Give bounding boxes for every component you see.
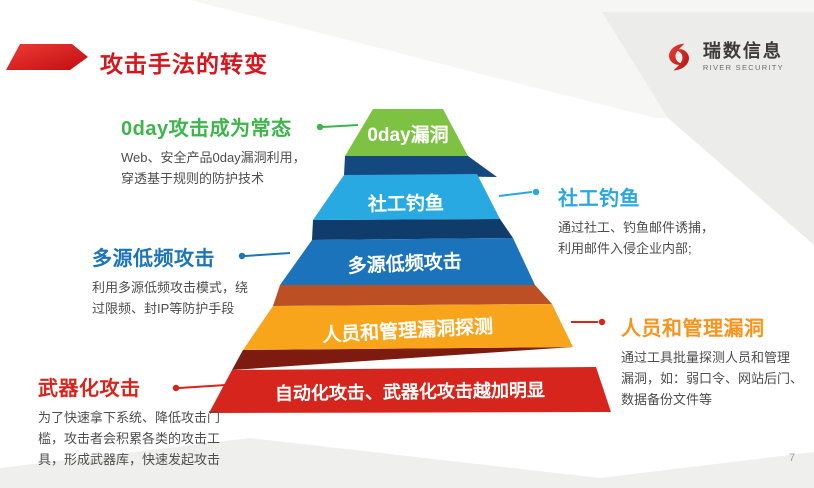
page-number: 7 [789,452,796,464]
annotation-weaponized: 武器化攻击 为了快速拿下系统、降低攻击门 槛，攻击者会积累各类的攻击工 具，形成… [38,372,220,470]
page-title: 攻击手法的转变 [100,51,268,77]
annotation-body-line: 穿透基于规则的防护技术 [121,171,265,186]
annotation-0day: 0day攻击成为常态 Web、安全产品0day漏洞利用， 穿透基于规则的防护技术 [121,112,306,189]
connector-phishing [498,188,540,197]
annotation-lowfreq: 多源低频攻击 利用多源低频攻击模式，绕 过限频、封IP等防护手段 [92,242,248,319]
header-arrow-icon [6,44,88,70]
annotation-body-line: 数据备份文件等 [621,392,713,407]
connector-lowfreq [238,252,291,260]
annotation-body-line: 过限频、封IP等防护手段 [92,301,235,316]
annotation-title: 社工钓鱼 [558,188,640,210]
annotation-body-line: 漏洞，如：弱口令、网站后门、 [621,371,804,386]
band-label-0day: 0day漏洞 [367,124,448,146]
pyramid-band-mgmt [243,304,573,350]
connector-mgmt [571,318,606,326]
annotation-title: 多源低频攻击 [92,248,215,270]
river-security-logo-icon [668,43,689,71]
annotation-body-line: 槛，攻击者会积累各类的攻击工 [38,431,221,446]
pyramid-band-lowfreq [280,238,535,285]
annotation-body-line: 具，形成武器库，快速发起攻击 [38,452,221,467]
pyramid-folds [232,156,573,370]
annotation-body-line: 通过工具批量探测人员和管理 [621,350,791,365]
annotation-mgmt: 人员和管理漏洞 通过工具批量探测人员和管理 漏洞，如：弱口令、网站后门、 数据备… [621,312,803,410]
annotation-body-line: 利用邮件入侵企业内部; [558,241,692,256]
annotation-body-line: 利用多源低频攻击模式，绕 [92,280,249,295]
pyramid-band-automated [209,367,611,413]
logo-subtitle: RIVER SECURITY [702,62,784,72]
pyramid-band-phishing [313,174,500,220]
annotation-phishing: 社工钓鱼 通过社工、钓鱼邮件诱捕， 利用邮件入侵企业内部; [558,182,714,259]
connectors [172,123,606,392]
pyramid-band-0day [345,109,468,156]
annotation-body-line: Web、安全产品0day漏洞利用， [121,150,306,165]
band-label-automated: 自动化攻击、武器化攻击越加明显 [275,379,545,404]
annotation-body: 通过工具批量探测人员和管理 漏洞，如：弱口令、网站后门、 数据备份文件等 [621,347,803,410]
annotation-title: 人员和管理漏洞 [621,318,765,340]
logo-name: 瑞数信息 [702,40,783,61]
pyramid [209,109,611,413]
annotation-title: 武器化攻击 [38,378,141,400]
river-security-logo: 瑞数信息 RIVER SECURITY [662,40,784,74]
connector-weaponized [172,384,227,392]
annotation-body-line: 为了快速拿下系统、降低攻击门 [38,410,221,425]
annotation-body: 通过社工、钓鱼邮件诱捕， 利用邮件入侵企业内部; [558,217,714,259]
connector-0day [316,123,359,131]
annotation-body: Web、安全产品0day漏洞利用， 穿透基于规则的防护技术 [121,147,306,189]
annotation-body: 为了快速拿下系统、降低攻击门 槛，攻击者会积累各类的攻击工 具，形成武器库，快速… [38,407,220,470]
annotation-body: 利用多源低频攻击模式，绕 过限频、封IP等防护手段 [92,277,248,319]
annotation-body-line: 通过社工、钓鱼邮件诱捕， [558,220,715,235]
band-label-phishing: 社工钓鱼 [367,191,444,215]
annotation-title: 0day攻击成为常态 [121,118,292,140]
